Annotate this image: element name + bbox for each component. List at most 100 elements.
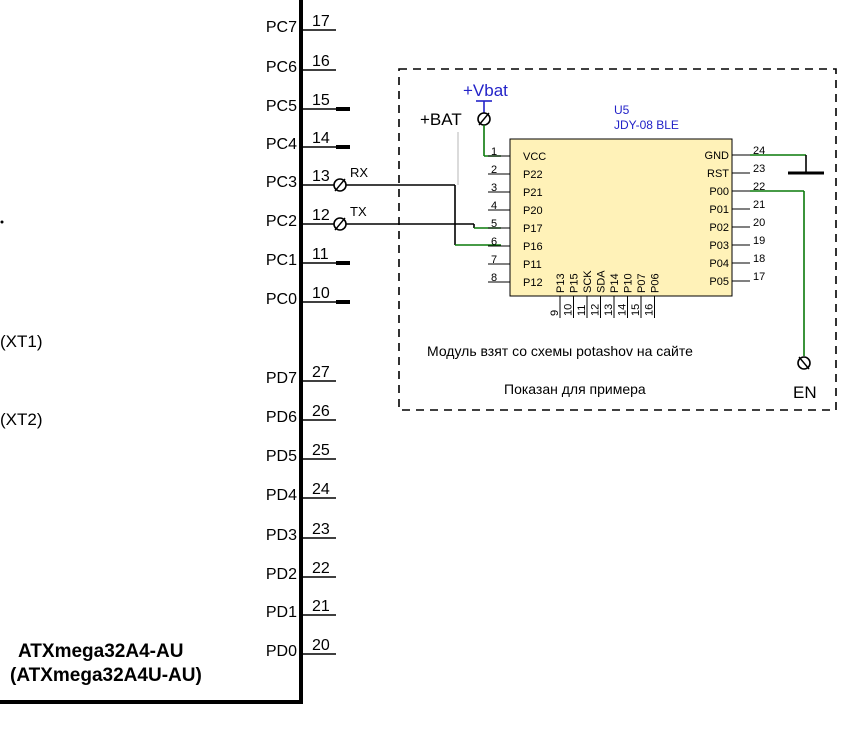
mcu-pin-name: PC0 xyxy=(266,291,297,308)
module-pin-name: SDA xyxy=(596,270,608,293)
module-pin-name: P01 xyxy=(709,204,729,216)
mcu-pin-name: PD2 xyxy=(266,566,297,583)
module-pin-name: P12 xyxy=(523,277,543,289)
module-pin-number: 13 xyxy=(603,304,615,316)
module-pin-number: 19 xyxy=(753,235,765,247)
mcu-pin-number: 26 xyxy=(312,403,330,420)
module-pin-name: GND xyxy=(705,150,730,162)
module-part: JDY-08 BLE xyxy=(614,118,679,132)
mcu-pin-name: PC7 xyxy=(266,19,297,36)
mcu-pin-number: 16 xyxy=(312,53,330,70)
module-pin-number: 15 xyxy=(630,304,642,316)
module-pin-number: 17 xyxy=(753,271,765,283)
module-pin-name: VCC xyxy=(523,151,546,163)
mcu-pin-number: 22 xyxy=(312,560,330,577)
uart-nets: RX TX xyxy=(346,165,501,246)
mcu-pin-number: 17 xyxy=(312,13,330,30)
ble-module-body xyxy=(509,138,733,297)
module-pin-number: 22 xyxy=(753,181,765,193)
mcu-pin-name: PD7 xyxy=(266,370,297,387)
module-pin-number: 8 xyxy=(491,272,497,284)
mcu-pin-number: 12 xyxy=(312,207,330,224)
mcu-pin-number: 27 xyxy=(312,364,330,381)
module-pin-name: P11 xyxy=(523,259,542,271)
module-pin-name: P17 xyxy=(523,223,543,235)
mcu-pin-name: PD6 xyxy=(266,409,297,426)
module-pin-number: 6 xyxy=(491,236,497,248)
module-pin-number: 3 xyxy=(491,182,497,194)
module-pin-name: SCK xyxy=(582,270,594,293)
power-net: +Vbat +BAT xyxy=(420,81,508,185)
module-pin-name: P14 xyxy=(609,273,621,293)
module-pin-name: P10 xyxy=(623,273,635,293)
mcu-fragment-xt2: (XT2) xyxy=(0,410,43,429)
mcu-pin-name: PC1 xyxy=(266,252,297,269)
module-pin-name: P05 xyxy=(709,276,729,288)
module-ref: U5 xyxy=(614,103,630,117)
module-note-1: Модуль взят со схемы potashov на сайте xyxy=(427,343,693,359)
module-pin-number: 1 xyxy=(491,146,497,158)
module-pin-number: 23 xyxy=(753,163,765,175)
module-pin-number: 11 xyxy=(576,305,588,316)
mcu-pin-number: 20 xyxy=(312,637,330,654)
module-pin-number: 24 xyxy=(753,145,765,157)
module-note-2: Показан для примера xyxy=(504,381,646,397)
mcu-symbol: (XT1) (XT2) ATXmega32A4-AU (ATXmega32A4U… xyxy=(0,0,303,704)
mcu-pin-number: 21 xyxy=(312,598,330,615)
module-pin-number: 20 xyxy=(753,217,765,229)
mcu-pin-number: 13 xyxy=(312,168,330,185)
module-pin-name: P06 xyxy=(650,273,662,293)
mcu-pin-name: PD4 xyxy=(266,487,297,504)
module-pin-name: P22 xyxy=(523,169,543,181)
mcu-pin-number: 11 xyxy=(312,246,329,263)
module-pin-name: P16 xyxy=(523,241,543,253)
mcu-pin-name: PC5 xyxy=(266,98,297,115)
bat-label: +BAT xyxy=(420,110,462,129)
module-pin-number: 18 xyxy=(753,253,765,265)
module-pin-name: P04 xyxy=(709,258,729,270)
mcu-pin-name: PD0 xyxy=(266,643,297,660)
module-pin-name: RST xyxy=(707,168,729,180)
module-pin-name: P00 xyxy=(709,186,729,198)
module-pin-name: P15 xyxy=(569,273,581,293)
mcu-pin-number: 14 xyxy=(312,130,330,147)
terminal-slash xyxy=(334,217,346,231)
module-pin-name: P21 xyxy=(523,187,543,199)
mcu-pin-name: PC2 xyxy=(266,213,297,230)
module-pin-name: P07 xyxy=(636,273,648,293)
module-pin-number: 10 xyxy=(563,304,575,316)
module-pin-number: 14 xyxy=(617,304,629,316)
module-pin-name: P02 xyxy=(709,222,729,234)
module-pin-number: 7 xyxy=(491,254,497,266)
mcu-fragment-xt1: (XT1) xyxy=(0,332,43,351)
module-pin-number: 21 xyxy=(753,199,765,211)
module-pin-number: 16 xyxy=(644,304,656,316)
module-pin-number: 12 xyxy=(590,304,602,316)
mcu-pin-number: 24 xyxy=(312,481,330,498)
mcu-pin-number: 10 xyxy=(312,285,330,302)
en-label: EN xyxy=(793,383,817,402)
module-pin-number: 5 xyxy=(491,218,497,230)
mcu-pin-number: 15 xyxy=(312,92,330,109)
module-pin-number: 2 xyxy=(491,164,497,176)
net-label-tx: TX xyxy=(350,204,367,219)
module-pin-name: P13 xyxy=(555,273,567,293)
example-frame xyxy=(398,68,837,411)
module-right-nets: EN xyxy=(750,154,824,402)
mcu-pin-name: PD1 xyxy=(266,604,297,621)
mcu-pin-name: PC3 xyxy=(266,174,297,191)
mcu-left-dot xyxy=(0,220,4,224)
mcu-name-line1: ATXmega32A4-AU xyxy=(18,641,183,662)
mcu-name-line2: (ATXmega32A4U-AU) xyxy=(10,665,202,686)
net-label-rx: RX xyxy=(350,165,368,180)
mcu-pin-number: 23 xyxy=(312,521,330,538)
vbat-label: +Vbat xyxy=(463,81,508,100)
module-pin-number: 4 xyxy=(491,200,497,212)
mcu-pin-name: PC6 xyxy=(266,59,297,76)
mcu-pin-name: PC4 xyxy=(266,136,297,153)
